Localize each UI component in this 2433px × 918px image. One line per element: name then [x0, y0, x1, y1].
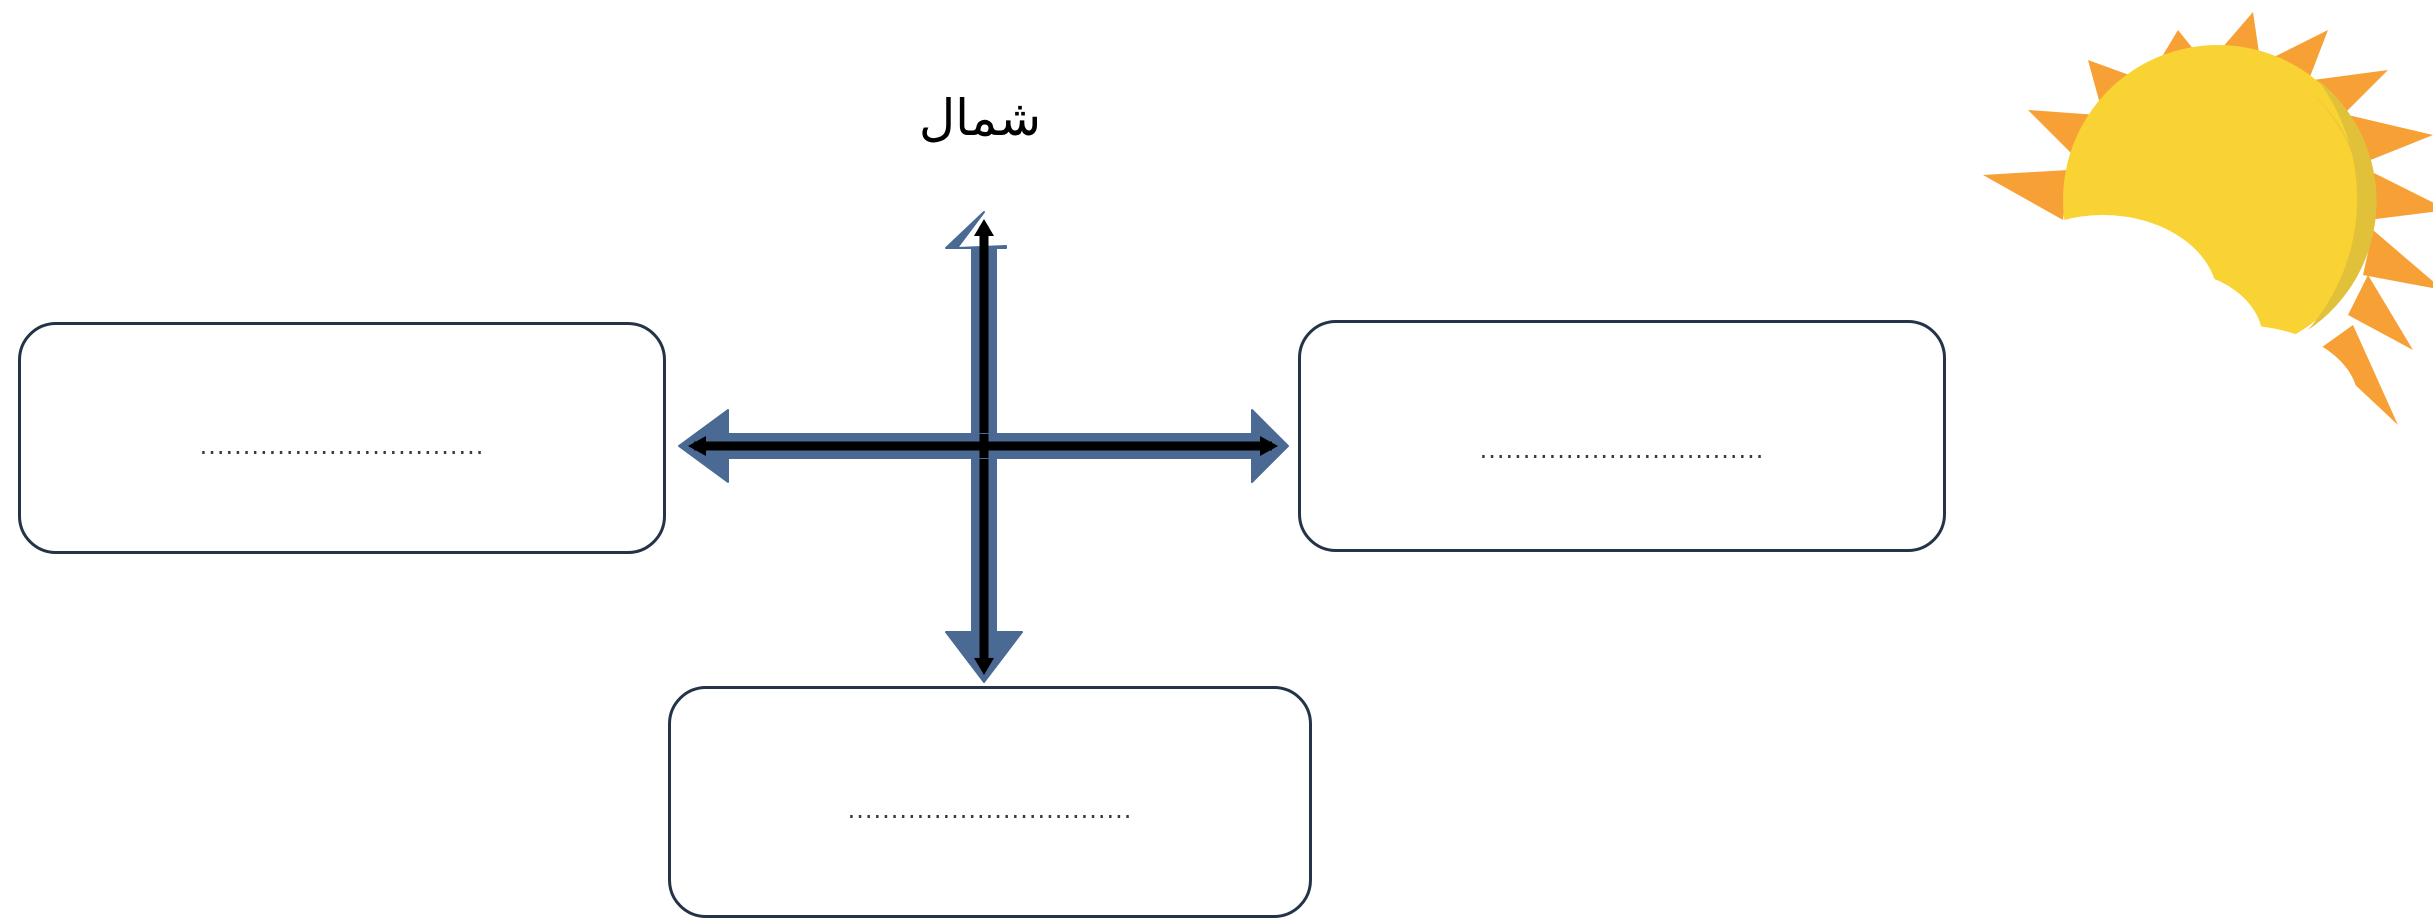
south-answer-box[interactable]: .................................	[668, 686, 1312, 918]
east-answer-box[interactable]: .................................	[1298, 320, 1946, 552]
west-answer-box[interactable]: .................................	[18, 322, 666, 554]
west-answer-placeholder: .................................	[199, 432, 485, 460]
south-answer-placeholder: .................................	[847, 796, 1133, 824]
east-answer-placeholder: .................................	[1479, 436, 1765, 464]
sun-icon	[1983, 12, 2433, 475]
sun-shadow	[2308, 80, 2377, 330]
north-label: شمال	[918, 89, 1042, 147]
